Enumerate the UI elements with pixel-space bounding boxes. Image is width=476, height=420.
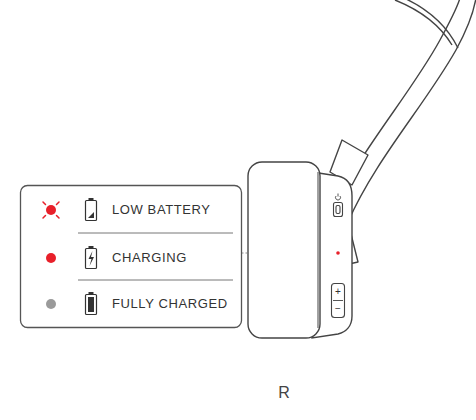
button-symbol: + (335, 287, 341, 297)
blink-rays (43, 202, 59, 218)
legend-text: CHARGING (112, 250, 187, 266)
legend-panel (21, 186, 242, 328)
legend-text: LOW BATTERY (112, 202, 211, 218)
led-swatch (46, 205, 56, 215)
led (336, 251, 340, 255)
ear-cup (248, 162, 352, 338)
power-button (334, 194, 343, 217)
divider (78, 233, 233, 234)
battery-icons (86, 198, 97, 315)
side-label: R (278, 384, 290, 402)
volume-rocker (332, 284, 345, 318)
button-symbol: − (335, 304, 341, 314)
legend-text: FULLY CHARGED (112, 296, 228, 312)
led-swatch (46, 299, 56, 309)
led-swatch (46, 253, 56, 263)
divider (78, 280, 233, 281)
